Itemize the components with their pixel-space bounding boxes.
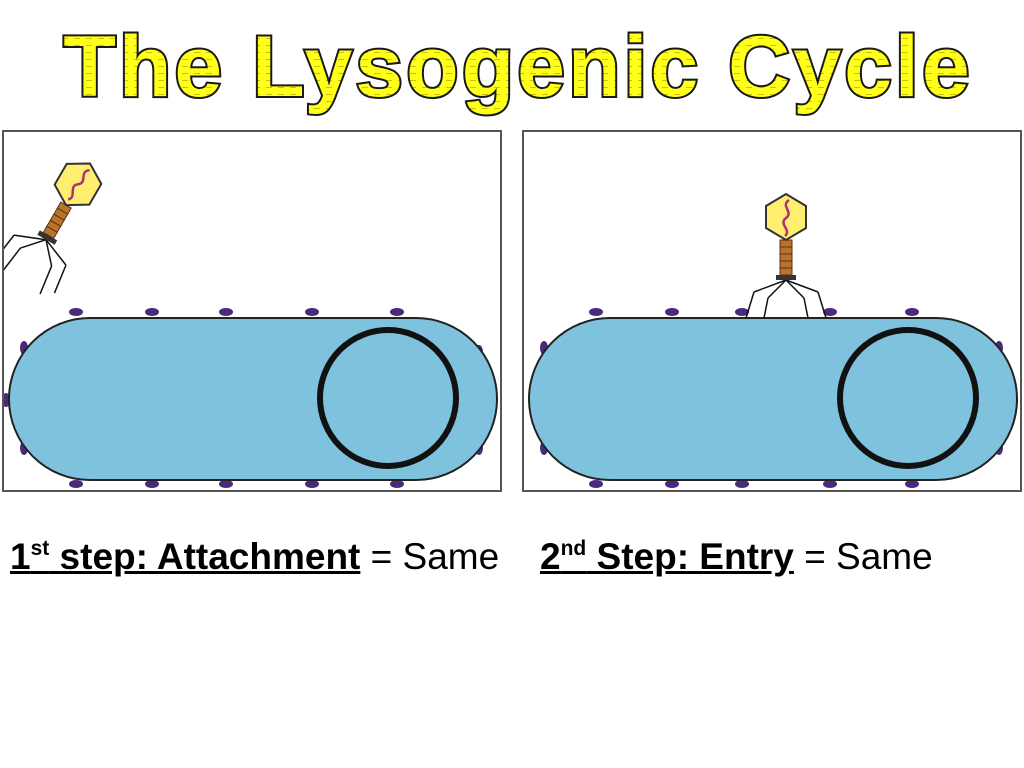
page-title: The Lysogenic Cycle xyxy=(0,0,1024,130)
receptor xyxy=(823,308,837,316)
receptor xyxy=(665,308,679,316)
receptor xyxy=(665,480,679,488)
attachment-diagram-panel xyxy=(2,130,502,492)
receptor xyxy=(69,308,83,316)
bacteriophage xyxy=(745,192,827,319)
receptor xyxy=(735,308,749,316)
step-2-label: 2nd Step: Entry xyxy=(540,536,794,577)
receptor xyxy=(69,480,83,488)
bacterium-cell xyxy=(8,317,498,481)
step-2-caption: 2nd Step: Entry = Same xyxy=(540,533,1020,581)
step-1-caption: 1st step: Attachment = Same xyxy=(10,533,528,581)
phage-dna xyxy=(782,198,790,237)
bacterial-dna-circle xyxy=(837,327,979,469)
phage-tail xyxy=(42,201,72,240)
receptor xyxy=(145,308,159,316)
receptor xyxy=(390,480,404,488)
receptor xyxy=(589,480,603,488)
receptor xyxy=(905,308,919,316)
receptor xyxy=(390,308,404,316)
receptor xyxy=(823,480,837,488)
entry-diagram-panel xyxy=(522,130,1022,492)
step-1-result: = Same xyxy=(370,536,500,577)
receptor xyxy=(735,480,749,488)
receptor xyxy=(145,480,159,488)
bacterial-dna-circle xyxy=(317,327,459,469)
step-2-result: = Same xyxy=(804,536,933,577)
receptor xyxy=(305,480,319,488)
receptor xyxy=(589,308,603,316)
title-text: The Lysogenic Cycle xyxy=(63,19,972,115)
bacterium-cell xyxy=(528,317,1018,481)
step-1-label: 1st step: Attachment xyxy=(10,536,361,577)
phage-tail xyxy=(779,239,793,276)
phage-dna xyxy=(67,168,90,201)
bacteriophage xyxy=(4,162,103,295)
receptor xyxy=(219,480,233,488)
receptor xyxy=(305,308,319,316)
receptor xyxy=(905,480,919,488)
receptor xyxy=(219,308,233,316)
